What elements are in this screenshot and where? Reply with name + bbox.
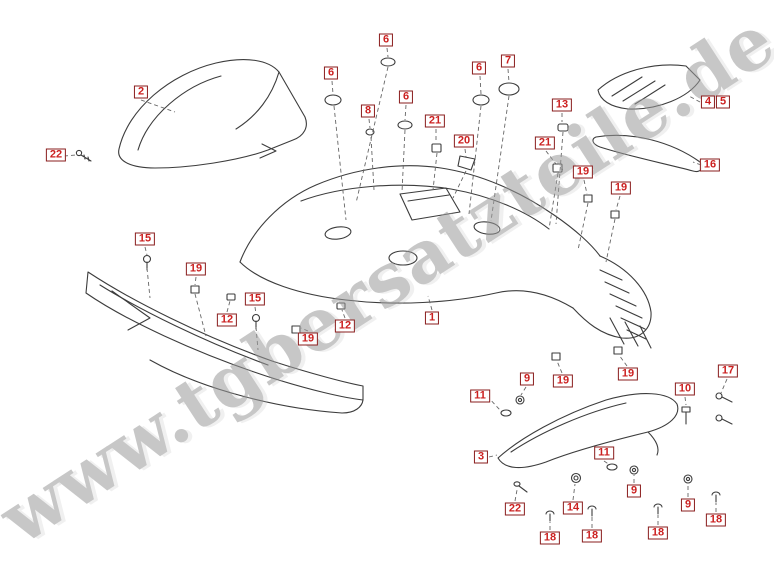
- callout-16: 16: [699, 158, 721, 172]
- callout-18: 18: [647, 526, 669, 540]
- callout-18: 18: [539, 531, 561, 545]
- callout-7: 7: [500, 54, 516, 68]
- washer-icons: [324, 57, 520, 130]
- clip-icons: [190, 123, 623, 361]
- bolt-icons: [570, 392, 733, 484]
- callout-14: 14: [562, 501, 584, 515]
- washer-small-icons: [500, 409, 618, 471]
- callout-8: 8: [360, 104, 376, 118]
- rivet-icons: [545, 491, 721, 522]
- callout-6: 6: [378, 33, 394, 47]
- callout-22: 22: [45, 148, 67, 162]
- callout-10: 10: [674, 382, 696, 396]
- callout-19: 19: [552, 374, 574, 388]
- screw-icon-bottom: [513, 481, 528, 493]
- callout-18: 18: [581, 529, 603, 543]
- callout-13: 13: [551, 98, 573, 112]
- callout-19: 19: [185, 262, 207, 276]
- callout-19: 19: [572, 165, 594, 179]
- grommet-icons: [515, 395, 693, 484]
- callout-1: 1: [424, 311, 440, 325]
- callout-21: 21: [424, 114, 446, 128]
- callout-20: 20: [453, 134, 475, 148]
- callout-11: 11: [470, 389, 490, 403]
- front-bumper: [85, 271, 364, 414]
- callout-18: 18: [705, 513, 727, 527]
- callout-11: 11: [594, 446, 614, 460]
- part-4-5-grille: [597, 64, 701, 110]
- part-16-strip: [592, 134, 703, 172]
- callout-21: 21: [534, 136, 556, 150]
- callout-17: 17: [717, 364, 739, 378]
- callout-9: 9: [680, 498, 696, 512]
- callout-4: 4: [700, 95, 716, 109]
- callout-19: 19: [610, 181, 632, 195]
- callout-22: 22: [504, 502, 526, 516]
- callout-5: 5: [715, 95, 731, 109]
- part-3-side-panel: [497, 393, 679, 469]
- callout-6: 6: [398, 90, 414, 104]
- screw-icon: [75, 149, 92, 162]
- callout-6: 6: [471, 61, 487, 75]
- callout-19: 19: [617, 367, 639, 381]
- callout-12: 12: [216, 313, 238, 327]
- callout-3: 3: [473, 450, 489, 464]
- callout-12: 12: [334, 319, 356, 333]
- callout-19: 19: [297, 332, 319, 346]
- callout-2: 2: [133, 85, 149, 99]
- callout-15: 15: [244, 292, 266, 306]
- part-2-front-fender: [118, 59, 307, 169]
- callout-6: 6: [323, 66, 339, 80]
- callout-9: 9: [519, 372, 535, 386]
- callout-9: 9: [626, 484, 642, 498]
- callout-15: 15: [134, 232, 156, 246]
